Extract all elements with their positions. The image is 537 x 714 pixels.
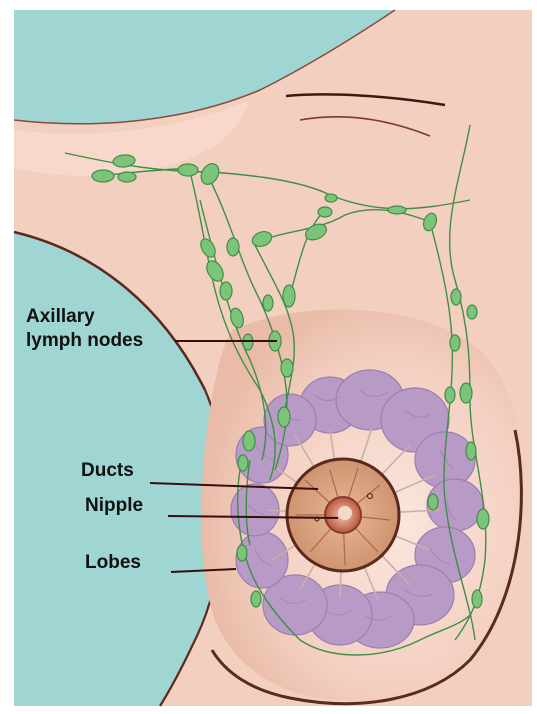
lymph-node-icon — [388, 206, 406, 214]
lymph-node-icon — [450, 335, 460, 351]
lymph-node-icon — [281, 359, 293, 377]
lymph-node-icon — [283, 285, 295, 307]
lymph-node-icon — [428, 494, 438, 510]
lymph-node-icon — [220, 282, 232, 300]
lymph-node-icon — [318, 207, 332, 217]
lymph-node-icon — [243, 431, 255, 451]
nipple-center — [338, 506, 352, 520]
lymph-node-icon — [178, 164, 198, 176]
lymph-node-icon — [227, 238, 239, 256]
lymph-node-icon — [118, 172, 136, 182]
axillary-label-line2: lymph nodes — [26, 329, 143, 353]
lymph-node-icon — [451, 289, 461, 305]
lobes-label: Lobes — [85, 551, 141, 575]
lymph-node-icon — [472, 590, 482, 608]
axillary-label-line1: Axillary — [26, 305, 143, 329]
axillary-lymph-nodes-label: Axillary lymph nodes — [26, 305, 143, 353]
lymph-node-icon — [263, 295, 273, 311]
lymph-node-icon — [251, 591, 261, 607]
ducts-label: Ducts — [81, 459, 134, 483]
lymph-node-icon — [466, 442, 476, 460]
lymph-node-icon — [238, 455, 248, 471]
lymph-node-icon — [467, 305, 477, 319]
lymph-node-icon — [278, 407, 290, 427]
lymph-node-icon — [237, 545, 247, 561]
lymph-node-icon — [477, 509, 489, 529]
lymph-node-icon — [460, 383, 472, 403]
lymph-node-icon — [92, 170, 114, 182]
nipple-label: Nipple — [85, 494, 143, 518]
lymph-node-icon — [325, 194, 337, 202]
lymph-node-icon — [445, 387, 455, 403]
